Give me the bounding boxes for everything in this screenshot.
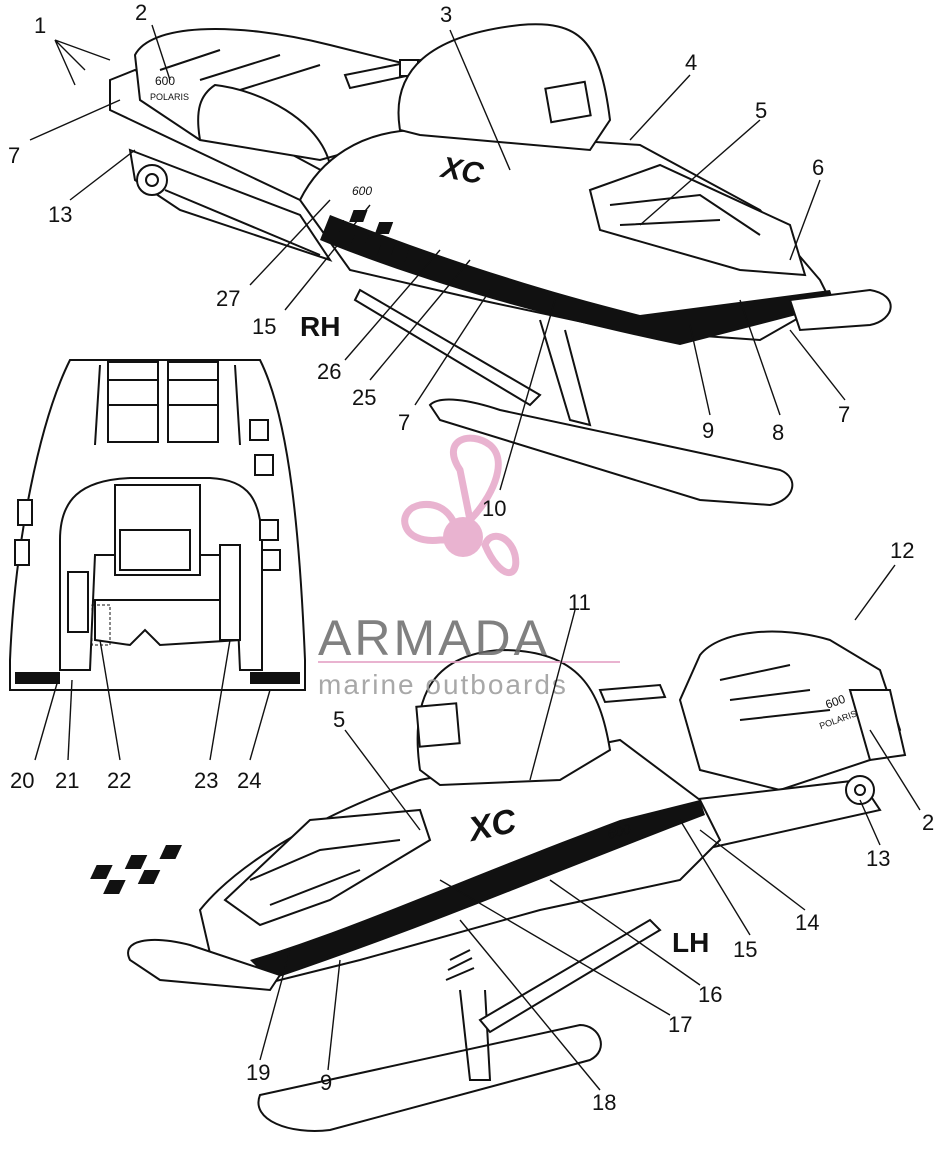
callout-12: 12 [890,538,914,563]
callout-22: 22 [107,768,131,793]
callout-8: 8 [772,420,784,445]
callout-25: 25 [352,385,376,410]
callout-11: 11 [568,590,591,615]
rh-600-decal: 600 [352,184,372,198]
callout-2-lh: 2 [922,810,934,835]
rh-rear-brand-decal: POLARIS [150,92,189,102]
callout-14: 14 [795,910,819,935]
callout-labels: 1 2 3 4 5 6 7 13 27 15 26 25 7 9 8 7 10 … [8,0,934,1115]
callout-26: 26 [317,359,341,384]
callout-2-rh: 2 [135,0,147,25]
callout-27: 27 [216,286,240,311]
rh-rear-model-decal: 600 [155,74,175,88]
callout-5-rh: 5 [755,98,767,123]
callout-18: 18 [592,1090,616,1115]
callout-7-front: 7 [838,402,850,427]
callout-6: 6 [812,155,824,180]
rh-snowmobile: XC 600 600 POLARIS [109,23,892,507]
callout-15-lh: 15 [733,937,757,962]
callout-3: 3 [440,2,452,27]
lh-600-decal: 600 [606,821,633,843]
callout-13-rh: 13 [48,202,72,227]
callout-1: 1 [34,13,46,38]
callout-24: 24 [237,768,261,793]
leader-lines [29,24,921,1091]
watermark-title: ARMADA [318,610,550,666]
armada-watermark: ARMADA marine outboards [318,434,620,700]
callout-5-lh: 5 [333,707,345,732]
lh-snowmobile: XC 600 600 POLARIS [90,630,907,1132]
callout-9-rh: 9 [702,418,714,443]
propeller-logo-icon [401,434,520,576]
callout-23: 23 [194,768,218,793]
watermark-subtitle: marine outboards [318,669,568,700]
callout-7-side: 7 [398,410,410,435]
callout-17: 17 [668,1012,692,1037]
callout-16: 16 [698,982,722,1007]
callout-9-lh: 9 [320,1070,332,1095]
rh-side-label: RH [300,311,340,342]
callout-19: 19 [246,1060,270,1085]
callout-13-lh: 13 [866,846,890,871]
callout-7-rear: 7 [8,143,20,168]
callout-21: 21 [55,768,79,793]
callout-20: 20 [10,768,34,793]
lh-rear-model-decal: 600 [824,692,848,712]
lh-side-label: LH [672,927,709,958]
lh-checker-decal [90,845,182,894]
rh-xc-decal: XC [437,151,487,191]
callout-10: 10 [482,496,506,521]
hood-top-view [9,359,306,691]
callout-4: 4 [685,50,697,75]
callout-15-rh: 15 [252,314,276,339]
